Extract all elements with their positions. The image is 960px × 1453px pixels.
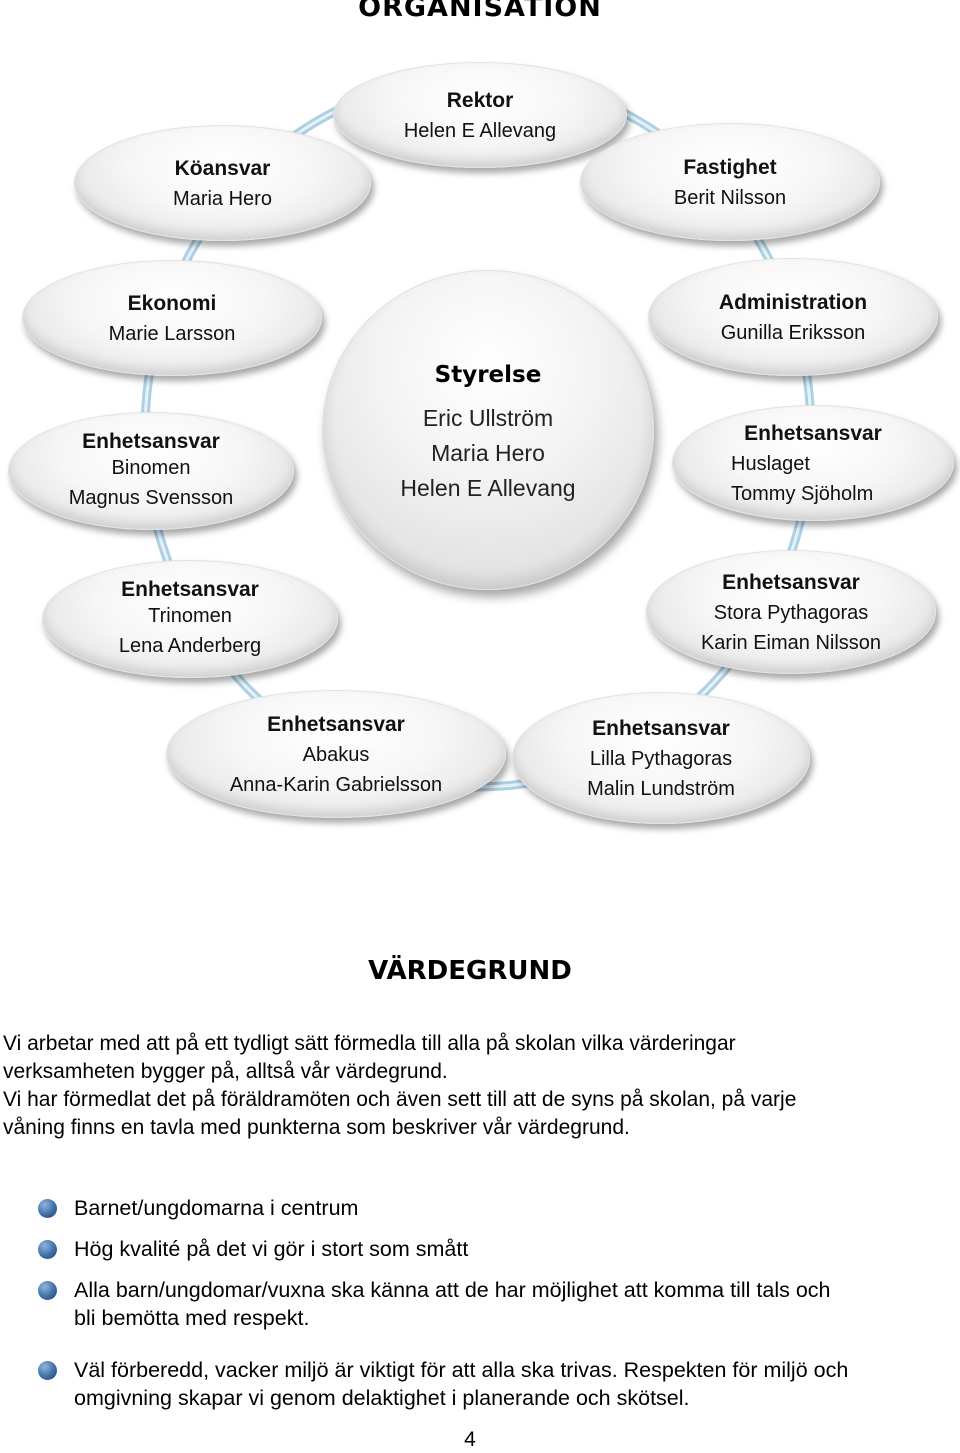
node-rektor-name: Helen E Allevang — [403, 119, 557, 142]
node-ekonomi: Ekonomi Marie Larsson — [22, 260, 322, 376]
bullet-dot-icon — [38, 1361, 57, 1380]
section-title-vardegrund: VÄRDEGRUND — [368, 956, 572, 986]
node-fastighet-name: Berit Nilsson — [673, 186, 787, 209]
node-abakus-name: Anna-Karin Gabrielsson — [229, 773, 443, 796]
node-trinomen: Enhetsansvar Trinomen Lena Anderberg — [42, 560, 338, 678]
node-lilla-pythagoras-title: Enhetsansvar — [592, 716, 730, 740]
intro-paragraph-1: Vi arbetar med att på ett tydligt sätt f… — [3, 1030, 953, 1086]
bullet-dot-icon — [38, 1240, 57, 1259]
node-lilla-pythagoras-name: Malin Lundström — [587, 777, 735, 800]
node-rektor-title: Rektor — [446, 88, 514, 112]
node-binomen-title: Enhetsansvar — [82, 429, 220, 453]
center-styrelse-member: Eric Ullström — [422, 404, 554, 431]
center-styrelse-member: Helen E Allevang — [400, 474, 576, 501]
node-administration: Administration Gunilla Eriksson — [648, 258, 938, 376]
intro-paragraph-2: Vi har förmedlat det på föräldramöten oc… — [3, 1086, 953, 1142]
bullet-item: Hög kvalité på det vi gör i stort som sm… — [38, 1235, 948, 1263]
paragraph-line: våning finns en tavla med punkterna som … — [3, 1116, 630, 1139]
bullet-dot-icon — [38, 1281, 57, 1300]
node-trinomen-unit: Trinomen — [148, 604, 232, 627]
bullet-item: Barnet/ungdomarna i centrum — [38, 1194, 948, 1222]
node-fastighet-title: Fastighet — [683, 155, 777, 179]
node-ekonomi-title: Ekonomi — [127, 291, 217, 315]
node-rektor: Rektor Helen E Allevang — [333, 62, 627, 168]
node-trinomen-title: Enhetsansvar — [121, 577, 259, 601]
paragraph-line: Vi arbetar med att på ett tydligt sätt f… — [3, 1032, 736, 1055]
node-huslaget-unit: Huslaget — [731, 452, 810, 475]
node-ekonomi-name: Marie Larsson — [108, 322, 236, 345]
bullet-text: omgivning skapar vi genom delaktighet i … — [74, 1386, 690, 1410]
node-stora-pythagoras-title: Enhetsansvar — [722, 570, 860, 594]
node-abakus-title: Enhetsansvar — [267, 712, 405, 736]
node-huslaget-title: Enhetsansvar — [744, 421, 882, 445]
node-abakus-unit: Abakus — [302, 743, 370, 766]
node-koansvar-title: Köansvar — [174, 156, 271, 180]
page-number: 4 — [464, 1428, 476, 1451]
node-lilla-pythagoras: Enhetsansvar Lilla Pythagoras Malin Lund… — [512, 692, 810, 824]
node-stora-pythagoras-name: Karin Eiman Nilsson — [700, 631, 882, 654]
node-fastighet: Fastighet Berit Nilsson — [580, 123, 880, 241]
bullet-text: Alla barn/ungdomar/vuxna ska känna att d… — [74, 1278, 831, 1302]
page-title: ORGANISATION — [358, 0, 602, 23]
center-styrelse: Styrelse Eric Ullström Maria Hero Helen … — [322, 270, 654, 590]
node-administration-title: Administration — [718, 290, 868, 314]
node-koansvar: Köansvar Maria Hero — [74, 125, 371, 241]
center-styrelse-member: Maria Hero — [431, 439, 545, 466]
node-koansvar-name: Maria Hero — [173, 187, 272, 210]
node-stora-pythagoras: Enhetsansvar Stora Pythagoras Karin Eima… — [646, 550, 936, 674]
node-abakus: Enhetsansvar Abakus Anna-Karin Gabrielss… — [166, 690, 506, 818]
bullet-text: Barnet/ungdomarna i centrum — [74, 1196, 359, 1220]
center-styrelse-title: Styrelse — [434, 361, 542, 388]
node-trinomen-name: Lena Anderberg — [118, 634, 262, 657]
paragraph-line: verksamheten bygger på, alltså vår värde… — [3, 1060, 448, 1083]
bullet-item: Alla barn/ungdomar/vuxna ska känna att d… — [38, 1276, 948, 1332]
node-lilla-pythagoras-unit: Lilla Pythagoras — [589, 747, 733, 770]
bullet-item: Väl förberedd, vacker miljö är viktigt f… — [38, 1356, 948, 1412]
bullet-text: Väl förberedd, vacker miljö är viktigt f… — [74, 1358, 849, 1382]
node-administration-name: Gunilla Eriksson — [720, 321, 866, 344]
node-binomen-name: Magnus Svensson — [68, 486, 234, 509]
node-huslaget-name: Tommy Sjöholm — [731, 482, 874, 505]
node-binomen-unit: Binomen — [111, 456, 191, 479]
paragraph-line: Vi har förmedlat det på föräldramöten oc… — [3, 1088, 797, 1111]
bullet-text: Hög kvalité på det vi gör i stort som sm… — [74, 1237, 469, 1261]
bullet-dot-icon — [38, 1199, 57, 1218]
node-binomen: Enhetsansvar Binomen Magnus Svensson — [8, 412, 294, 530]
value-bullet-list: Barnet/ungdomarna i centrum Hög kvalité … — [38, 1194, 948, 1412]
node-stora-pythagoras-unit: Stora Pythagoras — [713, 601, 869, 624]
node-huslaget: Enhetsansvar Huslaget Tommy Sjöholm — [672, 405, 954, 521]
bullet-text: bli bemötta med respekt. — [74, 1306, 310, 1330]
